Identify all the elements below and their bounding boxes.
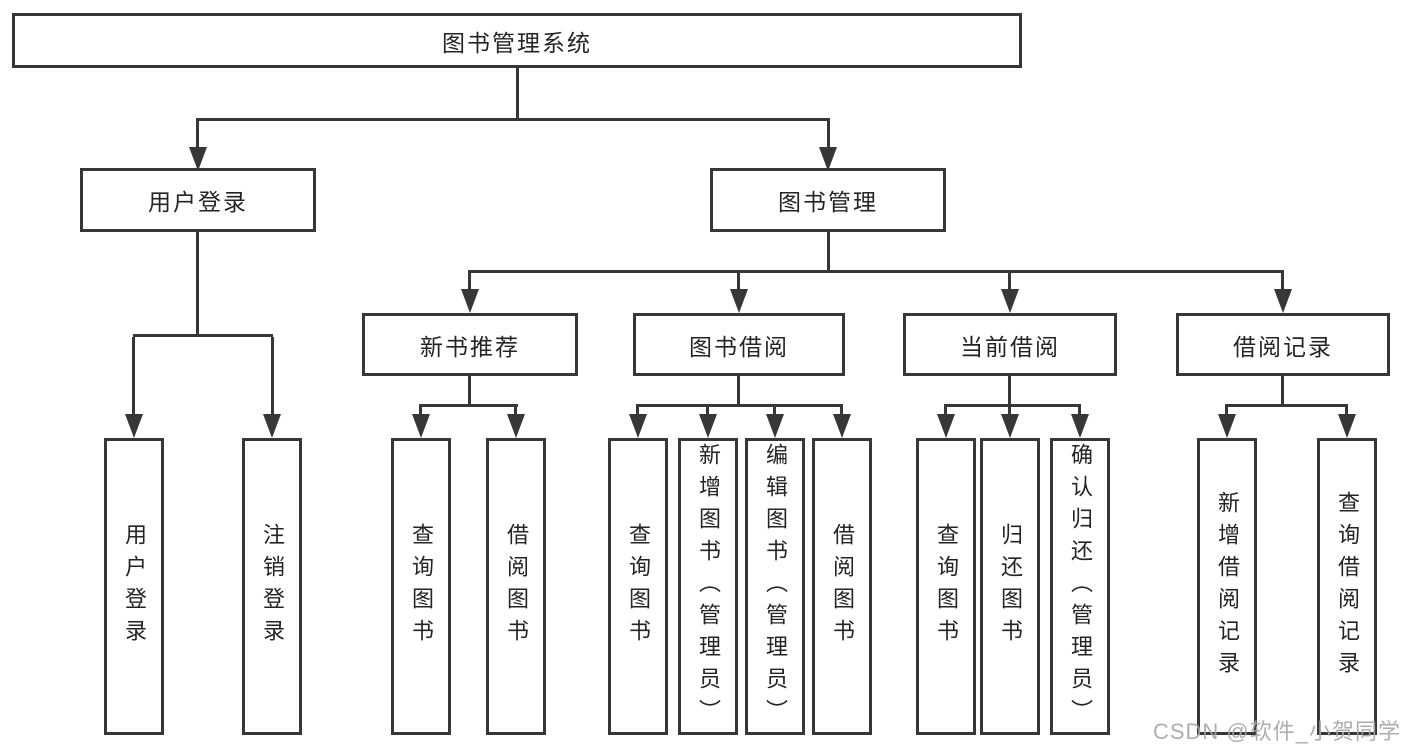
node-new-book-recommend-label: 新书推荐 [420, 333, 520, 360]
leaf-bb-query-books-label: 查询图书 [626, 522, 651, 651]
connector-drop-cb-return [1008, 407, 1011, 416]
connector-book-borrow-stem [737, 376, 740, 407]
connector-drop-leaf-user-login [132, 337, 135, 414]
leaf-br-add-record: 新增借阅记录 [1197, 438, 1257, 735]
leaf-logout-label: 注销登录 [260, 522, 285, 651]
leaf-cb-confirm-return-admin-label: 确认归还（管理员） [1068, 442, 1093, 731]
leaf-bb-add-books-admin: 新增图书（管理员） [678, 438, 738, 735]
connector-root-stem [516, 68, 519, 121]
leaf-user-login: 用户登录 [104, 438, 164, 735]
connector-drop-nb-query [419, 407, 422, 416]
node-book-management: 图书管理 [710, 168, 946, 232]
arrowhead-to-bb-edit [766, 414, 784, 438]
node-book-management-label: 图书管理 [778, 189, 878, 215]
node-current-borrow: 当前借阅 [903, 313, 1117, 376]
arrowhead-to-leaf-logout [263, 414, 281, 438]
arrowhead-to-bb-borrow [833, 414, 851, 438]
connector-current-borrow-bar [944, 404, 1081, 407]
arrowhead-to-new-book [461, 289, 479, 313]
connector-book-borrow-bar [636, 404, 843, 407]
connector-drop-book-borrow [737, 273, 740, 289]
arrowhead-to-br-query [1338, 414, 1356, 438]
node-book-borrow-label: 图书借阅 [689, 333, 789, 360]
arrowhead-to-br-add [1218, 414, 1236, 438]
connector-new-book-stem [468, 376, 471, 407]
leaf-nb-query-books-label: 查询图书 [409, 522, 434, 651]
leaf-bb-query-books: 查询图书 [608, 438, 668, 735]
connector-drop-current-borrow [1008, 273, 1011, 289]
arrowhead-to-borrow-records [1274, 289, 1292, 313]
leaf-cb-query-books: 查询图书 [916, 438, 976, 735]
node-new-book-recommend: 新书推荐 [362, 313, 578, 376]
connector-drop-leaf-logout [271, 337, 274, 414]
csdn-watermark: CSDN @软件_小贺同学 [1152, 719, 1401, 744]
connector-drop-bb-edit [773, 407, 776, 416]
leaf-br-query-record: 查询借阅记录 [1317, 438, 1377, 735]
connector-root-bar [196, 118, 830, 121]
connector-drop-cb-confirm [1078, 407, 1081, 416]
connector-drop-br-query [1345, 407, 1348, 416]
connector-drop-user-login [196, 121, 199, 148]
arrowhead-to-leaf-user-login [125, 414, 143, 438]
arrowhead-to-user-login [189, 147, 207, 171]
connector-drop-bb-add [706, 407, 709, 416]
connector-drop-nb-borrow [514, 407, 517, 416]
connector-drop-cb-query [944, 407, 947, 416]
connector-new-book-bar [419, 404, 518, 407]
arrowhead-to-cb-confirm [1071, 414, 1089, 438]
leaf-bb-borrow-books: 借阅图书 [812, 438, 872, 735]
leaf-cb-return-books: 归还图书 [980, 438, 1040, 735]
arrowhead-to-book-management [819, 147, 837, 171]
connector-drop-borrow-records [1281, 273, 1284, 289]
leaf-bb-add-books-admin-label: 新增图书（管理员） [696, 442, 721, 731]
connector-borrow-records-bar [1225, 404, 1348, 407]
connector-drop-bb-query [636, 407, 639, 416]
arrowhead-to-cb-return [1001, 414, 1019, 438]
node-root-label: 图书管理系统 [442, 29, 592, 56]
connector-drop-br-add [1225, 407, 1228, 416]
node-user-login: 用户登录 [80, 168, 316, 232]
arrowhead-to-bb-query [629, 414, 647, 438]
arrowhead-to-nb-borrow [507, 414, 525, 438]
leaf-cb-query-books-label: 查询图书 [934, 522, 959, 651]
arrowhead-to-cb-query [937, 414, 955, 438]
connector-current-borrow-stem [1008, 376, 1011, 407]
connector-drop-book-management [827, 121, 830, 148]
node-book-borrow: 图书借阅 [633, 313, 845, 376]
node-current-borrow-label: 当前借阅 [960, 333, 1060, 360]
leaf-nb-borrow-books: 借阅图书 [486, 438, 546, 735]
arrowhead-to-bb-add [699, 414, 717, 438]
connector-borrow-records-stem [1281, 376, 1284, 407]
connector-book-management-bar [468, 270, 1284, 273]
node-root-library-system: 图书管理系统 [12, 13, 1022, 68]
node-borrow-records-label: 借阅记录 [1233, 333, 1333, 360]
node-user-login-label: 用户登录 [148, 189, 248, 215]
leaf-nb-query-books: 查询图书 [391, 438, 451, 735]
leaf-bb-edit-books-admin-label: 编辑图书（管理员） [763, 442, 788, 731]
arrowhead-to-nb-query [412, 414, 430, 438]
connector-user-login-bar [133, 334, 273, 337]
leaf-nb-borrow-books-label: 借阅图书 [504, 522, 529, 651]
arrowhead-to-current-borrow [1001, 289, 1019, 313]
arrowhead-to-book-borrow [730, 289, 748, 313]
leaf-br-add-record-label: 新增借阅记录 [1215, 490, 1240, 683]
leaf-bb-edit-books-admin: 编辑图书（管理员） [745, 438, 805, 735]
node-borrow-records: 借阅记录 [1176, 313, 1390, 376]
connector-drop-new-book [468, 273, 471, 289]
connector-book-management-stem [827, 232, 830, 273]
connector-drop-bb-borrow [840, 407, 843, 416]
leaf-logout: 注销登录 [242, 438, 302, 735]
connector-user-login-stem [196, 232, 199, 334]
leaf-br-query-record-label: 查询借阅记录 [1335, 490, 1360, 683]
leaf-bb-borrow-books-label: 借阅图书 [830, 522, 855, 651]
leaf-cb-return-books-label: 归还图书 [998, 522, 1023, 651]
leaf-user-login-label: 用户登录 [122, 522, 147, 651]
leaf-cb-confirm-return-admin: 确认归还（管理员） [1050, 438, 1110, 735]
